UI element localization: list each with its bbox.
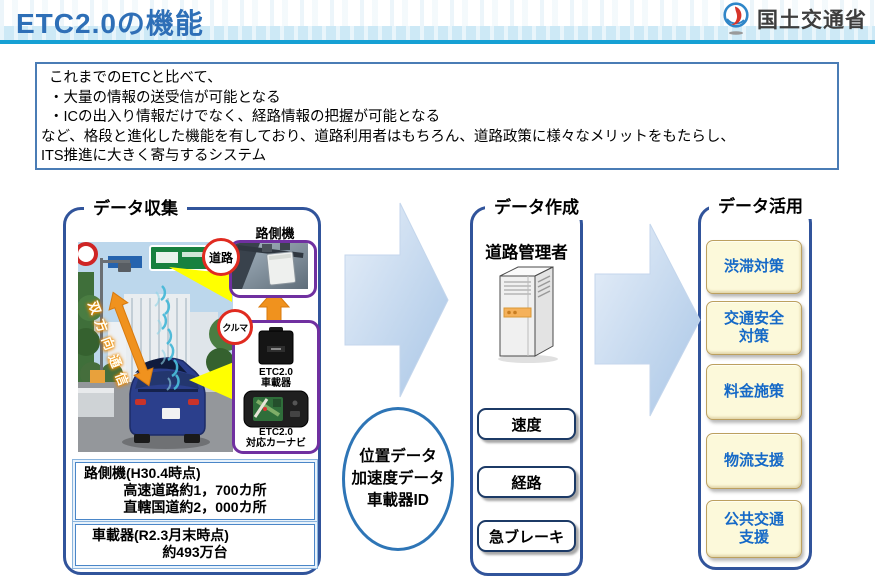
header-rule	[0, 40, 875, 44]
navi-caption: ETC2.0 対応カーナビ	[246, 427, 306, 449]
intro-line: これまでのETCと比べて、	[49, 70, 222, 86]
roadside-unit-illustration	[232, 243, 308, 289]
roadside-stats-box: 路側機(H30.4時点) 高速道路約1，700カ所 直轄国道約2，000カ所	[72, 459, 318, 523]
use-item-congestion: 渋滞対策	[706, 240, 802, 294]
roadside-stats-line: 直轄国道約2，000カ所	[123, 499, 267, 515]
use-item-traffic-safety: 交通安全 対策	[706, 301, 802, 355]
obu-caption: ETC2.0 車載器	[259, 367, 293, 389]
car-badge: クルマ	[217, 309, 253, 345]
server-icon	[498, 266, 558, 363]
car-badge-label: クルマ	[222, 322, 248, 333]
intro-line: ITS推進に大きく寄与するシステム	[41, 148, 267, 164]
obu-stats-box: 車載器(R2.3月末時点) 約493万台	[72, 521, 318, 569]
radio-wave-icon	[160, 285, 180, 391]
bidirectional-arrow-icon	[108, 291, 154, 387]
up-arrow-icon	[258, 290, 290, 336]
obu-stats-title: 車載器(R2.3月末時点)	[92, 527, 229, 543]
ministry-name: 国土交通省	[757, 9, 867, 32]
header-blue-band	[0, 26, 875, 40]
intro-line: ・大量の情報の送受信が可能となる	[49, 89, 281, 106]
data-collection-title: データ収集	[84, 197, 187, 221]
roadside-unit-photo	[229, 240, 317, 298]
road-photo: 双方向通信	[78, 242, 233, 452]
intro-line: ・ICの出入り情報だけでなく、経路情報の把握が可能となる	[49, 109, 441, 125]
transfer-data-line: 位置データ	[359, 448, 437, 465]
transfer-data-line: 加速度データ	[351, 470, 445, 487]
road-badge-label: 道路	[208, 250, 233, 265]
use-item-logistics: 物流支援	[706, 433, 802, 489]
transfer-data-oval: 位置データ 加速度データ 車載器ID	[342, 407, 454, 551]
data-utilization-panel: データ活用 渋滞対策 交通安全 対策 料金施策 物流支援 公共交通 支援	[698, 195, 812, 570]
ministry-logo-group: 国土交通省	[721, 2, 867, 36]
use-item-public-transit: 公共交通 支援	[706, 500, 802, 558]
roadside-stats-title: 路側機(H30.4時点)	[84, 465, 201, 481]
use-item-toll-policy: 料金施策	[706, 364, 802, 420]
mlit-logo-icon	[723, 2, 749, 35]
roadside-unit-label: 路側機	[255, 226, 295, 241]
intro-box: これまでのETCと比べて、 ・大量の情報の送受信が可能となる ・ICの出入り情報…	[35, 62, 839, 170]
road-manager-label: 道路管理者	[485, 244, 568, 262]
obu-stats-line: 約493万台	[162, 544, 228, 560]
flow-arrow-icon	[594, 223, 701, 417]
transfer-data-line: 車載器ID	[366, 492, 429, 509]
etc-navi-icon	[243, 390, 309, 428]
creation-item-route: 経路	[477, 466, 576, 498]
road-badge: 道路	[202, 238, 240, 276]
vehicle-devices-frame: ETC2.0 車載器 ETC2.0 対応カーナビ	[232, 320, 320, 454]
creation-item-hard-braking: 急ブレーキ	[477, 520, 576, 552]
etc-obu-icon	[258, 327, 294, 365]
creation-item-speed: 速度	[477, 408, 576, 440]
data-creation-title: データ作成	[485, 196, 588, 220]
data-collection-panel: データ収集	[63, 197, 321, 575]
intro-line: など、格段と進化した機能を有しており、道路利用者はもちろん、道路政策に様々なメリ…	[41, 128, 735, 145]
data-creation-panel: データ作成 道路管理者 速度 経路 急ブレーキ	[470, 196, 588, 576]
flow-arrow-icon	[344, 202, 449, 398]
data-utilization-title: データ活用	[709, 195, 812, 219]
roadside-stats-line: 高速道路約1，700カ所	[123, 482, 267, 498]
page-title: ETC2.0の機能	[16, 8, 204, 39]
